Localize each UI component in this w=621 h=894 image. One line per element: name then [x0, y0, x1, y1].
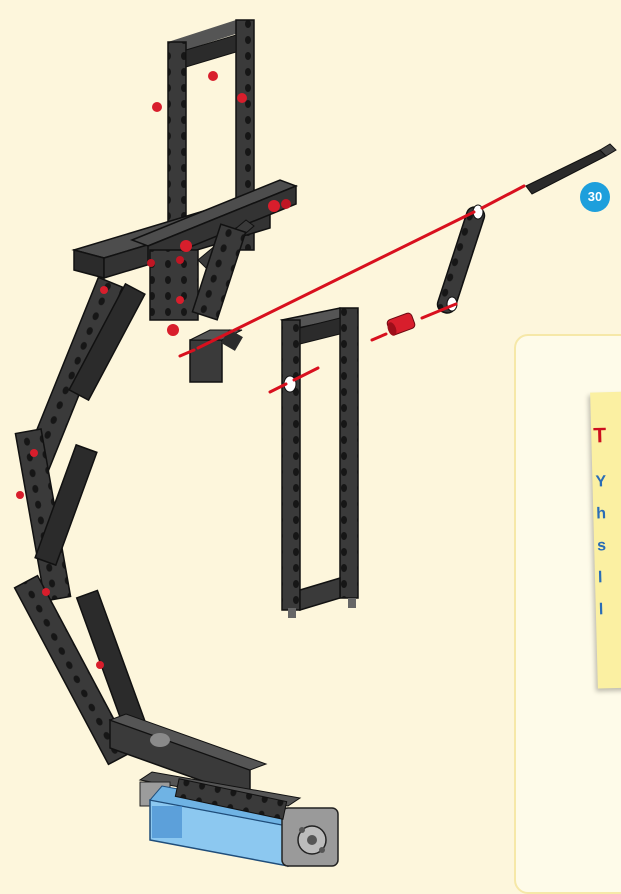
tip-line: h	[596, 505, 606, 522]
battery-mount	[110, 714, 338, 866]
red-bushing	[386, 312, 416, 337]
tip-line: s	[597, 537, 606, 554]
tip-text: Y h s l l	[595, 466, 610, 626]
link-bar	[435, 205, 486, 315]
tip-line: l	[599, 601, 604, 618]
loose-frame	[282, 308, 358, 618]
tip-line: Y	[595, 473, 606, 490]
step-number-badge: 30	[580, 182, 610, 212]
curved-arm	[15, 277, 146, 764]
tip-title: T	[593, 424, 606, 448]
tip-line: l	[598, 569, 603, 586]
